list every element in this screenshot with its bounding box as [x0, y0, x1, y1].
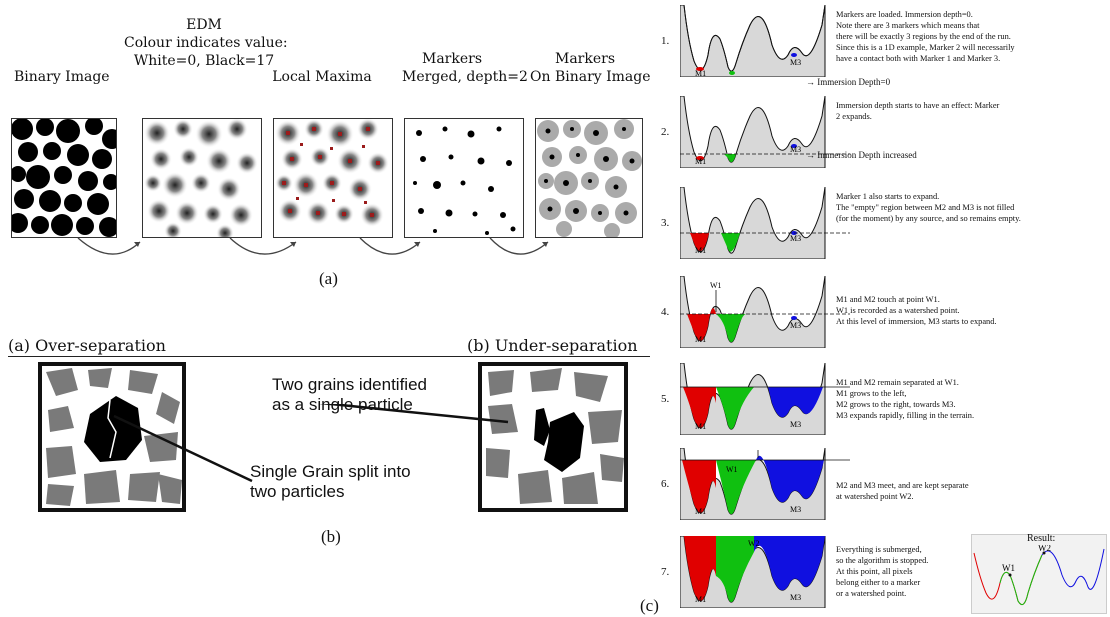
label-binary-image: Binary Image [14, 69, 110, 85]
local-maxima-image [273, 118, 393, 238]
annotation-single: Two grains identified as a single partic… [272, 375, 427, 414]
immersion-zero-label: → Immersion Depth=0 [806, 77, 891, 87]
edm-image [142, 118, 262, 238]
step-number: 1. [661, 35, 670, 47]
step-number: 7. [661, 566, 670, 578]
step-text: M2 and M3 meet, and are kept separate at… [836, 481, 969, 501]
step-3: 3. M1 M2 M3 Marker 1 also starts to expa… [661, 187, 1108, 265]
under-separation-image [478, 362, 628, 512]
svg-text:M2: M2 [728, 258, 739, 259]
step-text: Everything is submerged, so the algorith… [836, 545, 929, 598]
label-over-separation: (a) Over-separation [8, 336, 166, 355]
w1-label: W1 [726, 465, 738, 474]
label-markers-sub: Merged, depth=2 [402, 69, 528, 85]
immersion-zero-text: Immersion Depth=0 [817, 77, 891, 87]
step-number: 3. [661, 217, 670, 229]
flow-arrows [77, 237, 549, 255]
caption-a: (a) [319, 269, 338, 288]
svg-text:M3: M3 [790, 505, 801, 514]
annotation-arrows [113, 404, 509, 483]
label-edm-line2: Colour indicates value: [124, 35, 288, 51]
svg-text:M2: M2 [728, 434, 739, 435]
step-5: 5. M1 M2 M3 M1 and M2 remain separated a… [661, 363, 1108, 441]
divider [8, 356, 650, 357]
m3-label: M3 [790, 58, 801, 67]
step-number: 4. [661, 306, 670, 318]
m1-label: M1 [695, 69, 706, 77]
step-text: Markers are loaded. Immersion depth=0. N… [836, 10, 1015, 63]
svg-text:M1: M1 [695, 335, 706, 344]
svg-text:M2: M2 [728, 519, 739, 520]
label-edm-line3: White=0, Black=17 [133, 53, 275, 69]
terrain-diagram: M1 M2 M3 [680, 5, 826, 77]
terrain-diagram: M1 M2 M3 [680, 187, 850, 259]
step-number: 5. [661, 393, 670, 405]
step-text: M1 and M2 remain separated at W1. M1 gro… [836, 378, 975, 420]
step-4: 4. W1 M1 M2 M3 M1 and M2 touch at point … [661, 276, 1108, 354]
terrain-diagram: W2 M1 M2 M3 [680, 536, 826, 608]
svg-text:M3: M3 [790, 234, 801, 243]
result-box: Result: W1 W2 [971, 533, 1107, 614]
svg-text:M2: M2 [728, 607, 739, 608]
result-title: Result: [1027, 533, 1056, 544]
step-number: 2. [661, 126, 670, 138]
svg-text:M1: M1 [695, 246, 706, 255]
immersion-increased-label: → Immersion Depth increased [806, 150, 917, 160]
immersion-inc-text: Immersion Depth increased [817, 150, 917, 160]
step-number: 6. [661, 478, 670, 490]
result-w2-label: W2 [1038, 545, 1051, 553]
step-7: 7. W2 M1 M2 M3 Everything is submerged, … [661, 536, 1108, 614]
step-6: 6. W2 W1 M1 M2 M3 M2 and M3 meet, and ar… [661, 448, 1108, 526]
svg-text:M3: M3 [790, 321, 801, 330]
step-2: 2. M1 M2 M3 Immersion depth starts to ha… [661, 96, 1108, 174]
binary-image [11, 118, 117, 238]
arrow-4 [489, 237, 549, 255]
label-local-maxima: Local Maxima [272, 69, 372, 85]
terrain-diagram: M1 M2 M3 [680, 96, 850, 168]
step-1: 1. M1 M2 M3 Markers are loaded. Immersio… [661, 5, 1108, 83]
result-w1-label: W1 [1002, 563, 1015, 573]
markers-on-binary-image [535, 118, 643, 238]
caption-c: (c) [640, 596, 659, 615]
result-terrain: W1 W2 [973, 545, 1105, 606]
arrow-3 [359, 237, 421, 255]
caption-b: (b) [321, 527, 341, 546]
w1-label: W1 [710, 281, 722, 290]
svg-text:M2: M2 [728, 347, 739, 348]
arrow-2 [229, 237, 297, 255]
label-markers-bin-sub: On Binary Image [530, 69, 651, 85]
markers-image [404, 118, 524, 238]
svg-text:M1: M1 [695, 595, 706, 604]
annotation-split: Single Grain split into two particles [250, 462, 411, 501]
m2-label: M2 [728, 76, 739, 77]
label-markers-title: Markers [421, 51, 483, 67]
w2-label: W2 [748, 539, 760, 548]
step-text: Immersion depth starts to have an effect… [836, 101, 1000, 121]
terrain-diagram: W2 W1 M1 M2 M3 [680, 448, 850, 520]
svg-text:M3: M3 [790, 145, 801, 154]
w2-label: W2 [752, 448, 764, 449]
label-edm-title: EDM [186, 17, 222, 33]
svg-text:M1: M1 [695, 507, 706, 516]
svg-text:M2: M2 [728, 167, 739, 168]
terrain-diagram: M1 M2 M3 [680, 363, 850, 435]
svg-text:M1: M1 [695, 157, 706, 166]
arrow-1 [77, 237, 141, 255]
svg-text:M3: M3 [790, 593, 801, 602]
step-text: Marker 1 also starts to expand. The "emp… [836, 192, 1021, 223]
svg-text:M3: M3 [790, 420, 801, 429]
svg-text:M1: M1 [695, 422, 706, 431]
step-text: M1 and M2 touch at point W1. W1 is recor… [836, 295, 997, 326]
label-under-separation: (b) Under-separation [467, 336, 638, 355]
terrain-diagram: W1 M1 M2 M3 [680, 276, 850, 348]
label-markers-bin-title: Markers [554, 51, 616, 67]
